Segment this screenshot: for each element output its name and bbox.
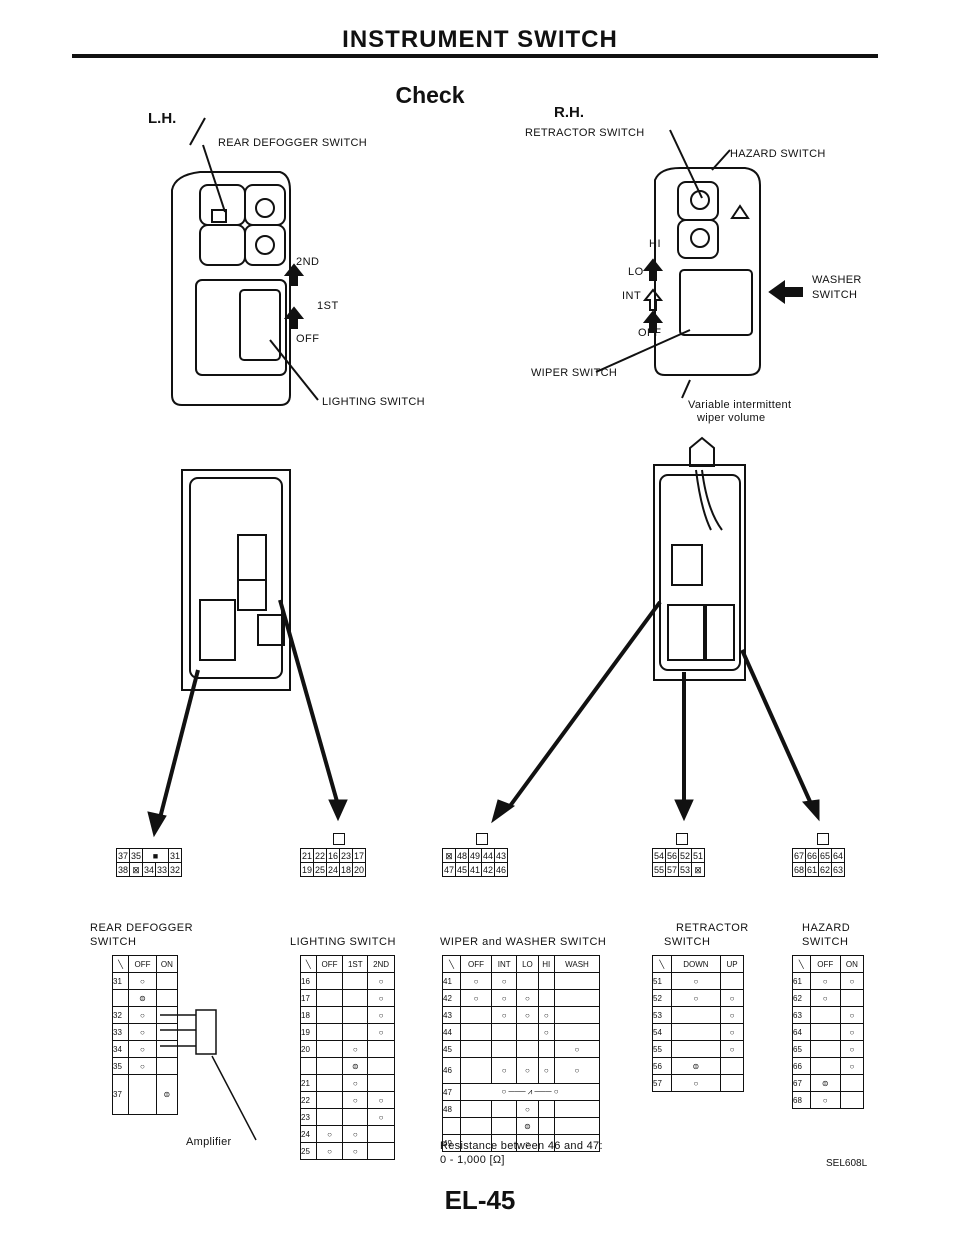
rh-title: R.H.: [554, 104, 584, 121]
connector-lock: [333, 833, 345, 845]
arrow-up-icon: [642, 258, 664, 281]
arrow-left-icon: [768, 280, 803, 304]
resistance-note-1: Resistance between 46 and 47:: [440, 1140, 603, 1152]
lighting-table-title: LIGHTING SWITCH: [290, 936, 396, 948]
position-1st: 1ST: [317, 300, 339, 312]
position-off: OFF: [296, 333, 320, 345]
wiper-pos-int: INT: [622, 290, 642, 302]
section-heading: Check: [395, 82, 465, 108]
variable-callout-1: Variable intermittent: [688, 399, 792, 411]
arrow-down-icon: [801, 799, 820, 822]
position-2nd: 2ND: [296, 256, 320, 268]
arrow-down-icon: [674, 799, 694, 822]
connector-lock: [676, 833, 688, 845]
arrow-up-icon: [283, 263, 305, 286]
arrow-down-icon: [491, 799, 516, 824]
resistance-note-2: 0 - 1,000 [Ω]: [440, 1154, 505, 1166]
hazard-table-title-2: SWITCH: [802, 936, 849, 948]
hazard-table-title-1: HAZARD: [802, 922, 851, 934]
arrow-down-icon: [147, 811, 167, 838]
figure-code: SEL608L: [826, 1158, 868, 1169]
rear-defogger-table-title-1: REAR DEFOGGER: [90, 922, 194, 934]
retractor-table-title-1: RETRACTOR: [676, 922, 749, 934]
hazard-callout: HAZARD SWITCH: [730, 148, 826, 160]
title-rule: [72, 54, 878, 58]
wiper-callout: WIPER SWITCH: [531, 367, 618, 379]
washer-callout-2: SWITCH: [812, 289, 858, 301]
washer-callout-1: WASHER: [812, 274, 862, 286]
lighting-callout: LIGHTING SWITCH: [322, 396, 425, 408]
amplifier-label: Amplifier: [186, 1136, 232, 1148]
retractor-callout: RETRACTOR SWITCH: [525, 127, 645, 139]
rear-defogger-table-title-2: SWITCH: [90, 936, 137, 948]
arrow-up-icon: [642, 310, 664, 333]
variable-callout-2: wiper volume: [697, 412, 766, 424]
lh-switch-body: [171, 171, 291, 406]
wiper-pos-lo: LO: [628, 266, 644, 278]
arrow-up-icon: [642, 288, 664, 311]
rear-defogger-callout: REAR DEFOGGER SWITCH: [218, 137, 368, 149]
page-number: EL-45: [444, 1185, 516, 1215]
connector-lock: [817, 833, 829, 845]
page-title: INSTRUMENT SWITCH: [342, 26, 618, 53]
lh-title: L.H.: [148, 110, 177, 127]
amplifier-box: [195, 1009, 217, 1055]
wiper-table-title: WIPER and WASHER SWITCH: [440, 936, 607, 948]
rh-switch-body: [654, 167, 761, 376]
retractor-table-title-2: SWITCH: [664, 936, 711, 948]
arrow-down-icon: [328, 799, 348, 822]
lh-housing: [181, 469, 291, 691]
connector-lock: [476, 833, 488, 845]
arrow-up-icon: [283, 306, 305, 329]
